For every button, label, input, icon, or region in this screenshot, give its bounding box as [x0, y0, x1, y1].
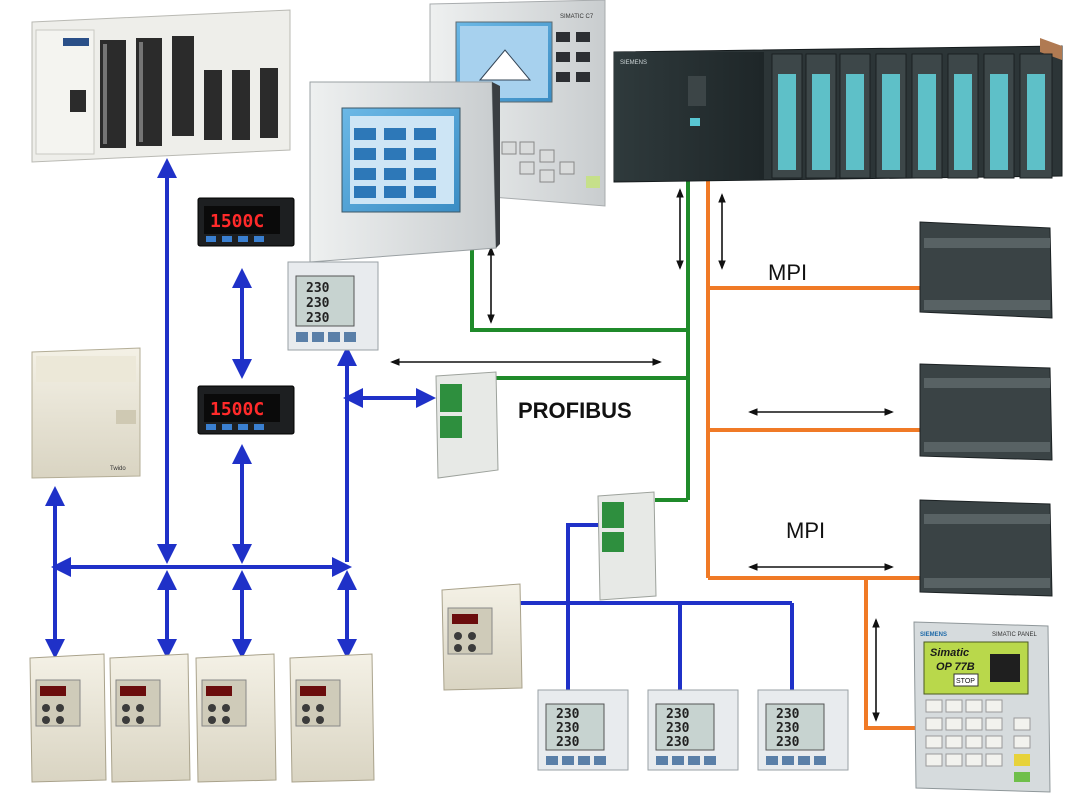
mpi-label-bottom: MPI: [786, 518, 825, 543]
meter3-line3: 230: [776, 735, 800, 750]
operator-panel-op77b: SIEMENS SIMATIC PANEL Simatic OP 77B STO…: [913, 621, 1051, 793]
meter3-line1: 230: [776, 707, 800, 722]
led-display-middle: 1500C: [210, 399, 264, 420]
profibus-label: PROFIBUS: [518, 398, 632, 423]
drive-4: [289, 653, 375, 783]
meter1-line2: 230: [556, 721, 580, 736]
op-subtitle: SIMATIC PANEL: [992, 632, 1037, 638]
siemens-plc-rack: SIEMENS: [613, 38, 1063, 183]
panel-brand-label: SIMATIC C7: [560, 14, 594, 20]
compact-plc-1: [919, 221, 1053, 319]
compact-plc-3: [919, 499, 1053, 597]
connection-arrows: [390, 188, 894, 722]
power-meter-line1: 230: [306, 281, 330, 296]
rack-brand-label: SIEMENS: [620, 60, 647, 66]
power-meter-line2: 230: [306, 296, 330, 311]
op-brand: SIEMENS: [920, 632, 947, 638]
meter1-line3: 230: [556, 735, 580, 750]
din-rail-coupler-bottom: [597, 491, 657, 601]
modular-plc-top-left: [31, 9, 291, 163]
meter3-line2: 230: [776, 721, 800, 736]
power-meter-bottom-2: 230 230 230: [647, 689, 739, 771]
drive-center: [441, 583, 523, 691]
op-model-line2: OP 77B: [936, 661, 975, 673]
compact-plc-2: [919, 363, 1053, 461]
profibus-bus: [470, 180, 690, 502]
power-meter-line3: 230: [306, 311, 330, 326]
meter2-line1: 230: [666, 707, 690, 722]
din-rail-coupler-middle: [435, 371, 499, 479]
micro-plc-twido: Twido: [31, 347, 141, 479]
meter2-line3: 230: [666, 735, 690, 750]
drive-1: [29, 653, 107, 783]
field-bus-bottom: [520, 523, 794, 690]
op-stop-key: STOP: [956, 678, 975, 685]
power-meter-bottom-3: 230 230 230: [757, 689, 849, 771]
mpi-label-top: MPI: [768, 260, 807, 285]
temperature-controller-middle: 1500C: [197, 385, 295, 435]
op-model-line1: Simatic: [930, 647, 969, 659]
led-display-top: 1500C: [210, 211, 264, 232]
meter1-line1: 230: [556, 707, 580, 722]
touch-panel-front: [309, 81, 500, 263]
drive-3: [195, 653, 277, 783]
drive-2: [109, 653, 191, 783]
power-meter-upper: 230 230 230: [287, 261, 379, 351]
temperature-controller-top: 1500C: [197, 197, 295, 247]
micro-plc-brand: Twido: [110, 466, 126, 472]
mpi-bus: [706, 180, 928, 730]
field-bus-left: [45, 158, 436, 659]
meter2-line2: 230: [666, 721, 690, 736]
power-meter-bottom-1: 230 230 230: [537, 689, 629, 771]
